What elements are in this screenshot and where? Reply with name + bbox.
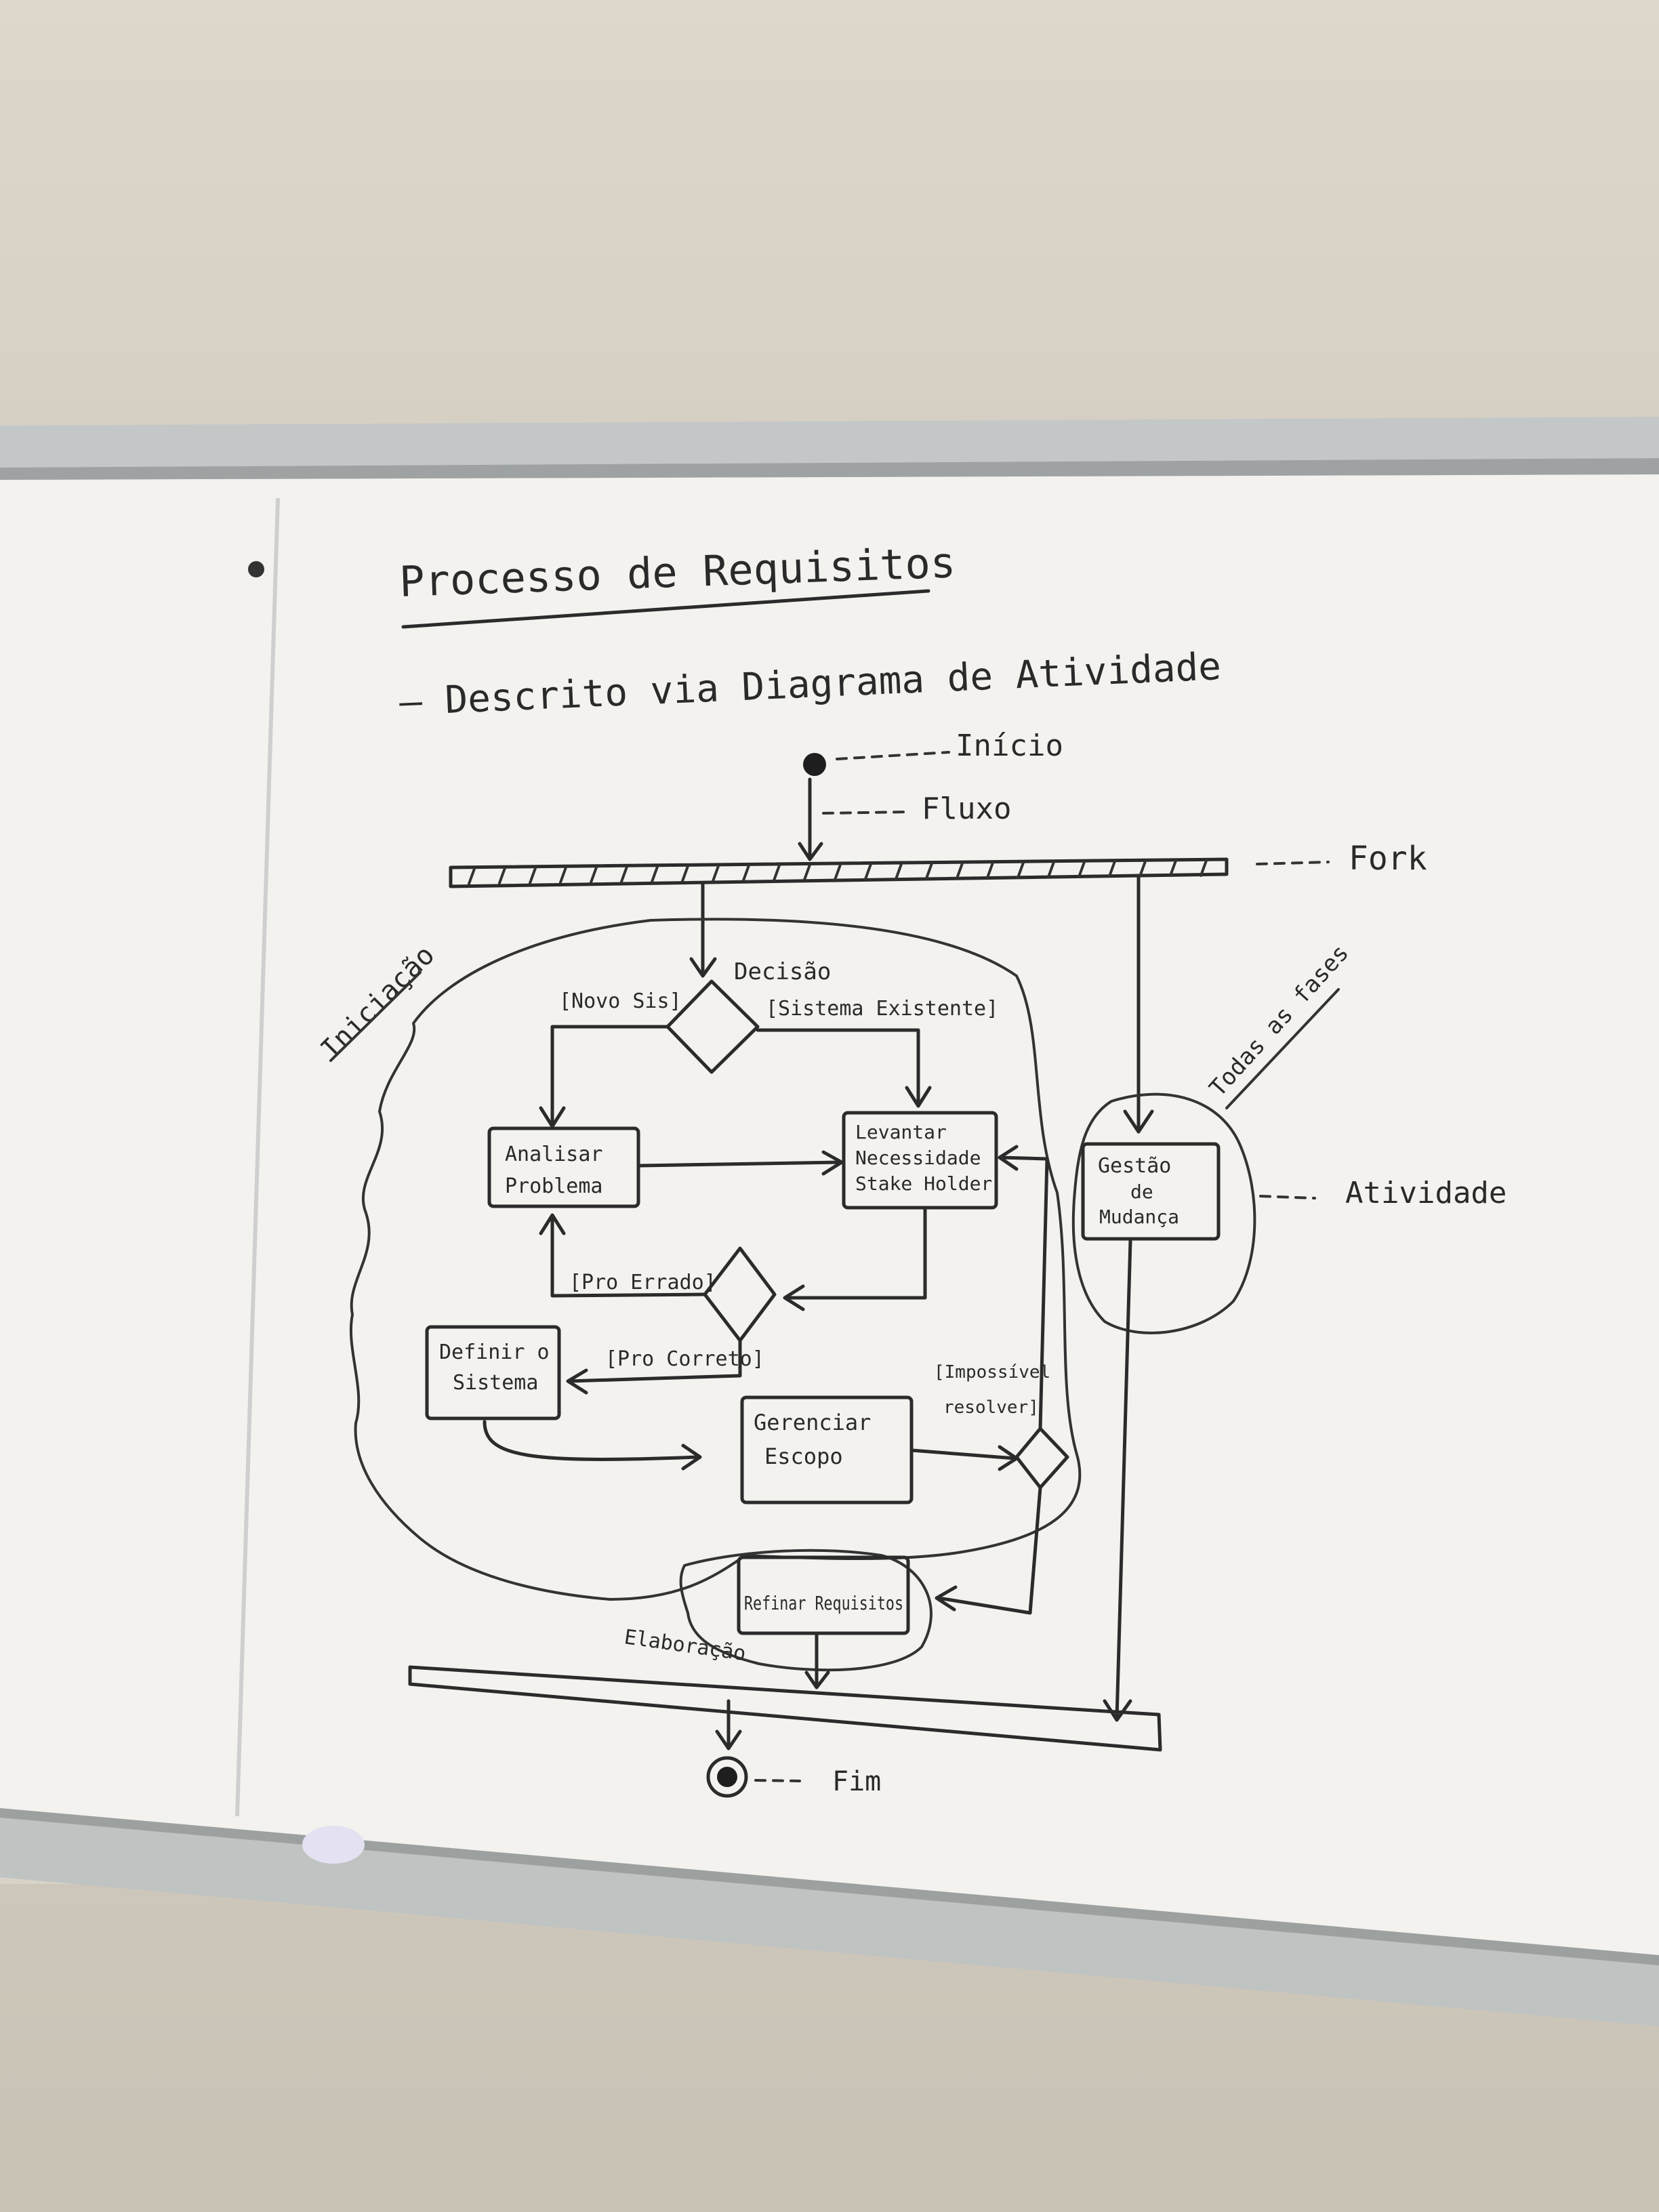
magnet-dot [248,561,264,577]
elaboracao-region [679,1549,933,1672]
iniciacao-region [349,918,1082,1601]
todas-fases-underline [1225,988,1340,1109]
fork-bar-hatching [468,859,1208,885]
guard-novo-sis: [Novo Sis] [559,989,682,1013]
gestao-line-3: Mudança [1099,1206,1179,1228]
guard-pro-errado: [Pro Errado] [569,1271,716,1294]
fim-leader [754,1779,801,1782]
atividade-leader [1259,1195,1316,1200]
fluxo-label: Fluxo [922,792,1011,826]
start-flow-arrow [798,777,823,861]
levantar-line-1: Levantar [855,1121,947,1143]
initial-node [803,753,826,776]
todas-fases-region [1071,1092,1256,1334]
gerenciar-line-1: Gerenciar [754,1410,871,1435]
activity-refinar-requisitos [737,1555,910,1635]
definir-line-2: Sistema [453,1371,538,1395]
board-frame-top-edge [0,458,1659,480]
marker-tray [0,1808,1659,2026]
gestao-line-1: Gestão [1098,1154,1171,1178]
inicio-leader [836,751,950,760]
levantar-line-2: Necessidade [855,1147,981,1169]
eraser-scrap [302,1826,365,1864]
decisao-label: Decisão [734,958,831,985]
guard-pro-correto: [Pro Correto] [605,1347,764,1371]
decision-node-1 [665,979,760,1074]
join-bar [408,1665,1162,1752]
iniciacao-underline [329,971,422,1062]
whiteboard-surface [0,468,1659,1965]
atividade-label: Atividade [1345,1176,1507,1210]
fork-label: Fork [1349,840,1427,878]
marker-tray-lip [0,1808,1659,1965]
flow-refinar-to-join [804,1631,830,1689]
guard-impossivel-line-2: resolver] [943,1397,1039,1418]
gestao-line-2: de [1130,1181,1153,1203]
fork-to-decision-arrow [689,882,717,978]
activity-definir-sistema [425,1325,561,1420]
activity-levantar-necessidade [842,1111,998,1210]
final-node-ring [706,1756,748,1798]
flow-to-analisar-loop [539,1213,707,1298]
fluxo-leader [822,811,909,815]
fork-leader [1256,861,1330,865]
activity-analisar-problema [487,1126,640,1208]
refinar-label: Refinar Requisitos [744,1592,903,1614]
analisar-line-1: Analisar [505,1143,603,1166]
analisar-line-2: Problema [505,1174,603,1198]
title-underline [401,589,930,629]
flow-to-definir [566,1338,742,1395]
join-to-final-arrow [715,1699,742,1750]
flow-analisar-to-levantar [638,1150,844,1176]
gerenciar-line-2: Escopo [764,1443,843,1469]
fork-bar [449,857,1229,888]
inicio-label: Início [956,729,1063,763]
flow-to-refinar [935,1486,1042,1615]
flow-to-levantar [756,1028,932,1108]
fork-to-gestao-arrow [1123,876,1154,1134]
definir-line-1: Definir o [439,1340,550,1364]
final-node-core [717,1767,737,1787]
flow-levantar-to-decision-2 [783,1208,927,1311]
board-seam [235,497,280,1817]
guard-impossivel-line-1: [Impossível [934,1362,1050,1382]
guard-sistema-existente: [Sistema Existente] [766,997,998,1021]
flow-to-analisar [539,1025,670,1128]
levantar-line-3: Stake Holder [855,1172,992,1195]
flow-gestao-to-join [1103,1238,1132,1722]
wall-top [0,0,1659,434]
fim-label: Fim [832,1766,881,1797]
flow-back-to-levantar [998,1145,1049,1431]
activity-gestao-mudanca [1081,1142,1221,1241]
flow-definir-to-gerenciar [483,1420,702,1471]
